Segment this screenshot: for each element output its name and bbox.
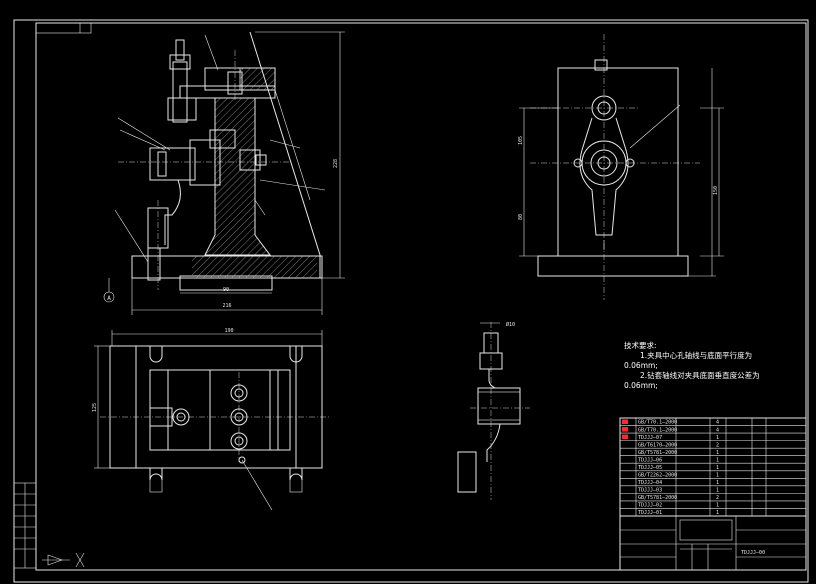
left-strip-table bbox=[13, 482, 37, 569]
dim-side-total-height: 150 bbox=[713, 186, 719, 195]
title-block bbox=[620, 515, 806, 570]
dim-front-width: 216 bbox=[222, 303, 231, 309]
dim-top-height: 125 bbox=[92, 403, 98, 412]
bom-code: GB/T6170—2000 bbox=[638, 442, 677, 448]
bom-qty: 2 bbox=[716, 442, 719, 448]
tech-req-line-1: 1.夹具中心孔轴线与底面平行度为 bbox=[640, 350, 752, 360]
bom-code: TDJJJ—05 bbox=[638, 465, 662, 471]
bom-code: TDJJJ—06 bbox=[638, 457, 662, 463]
bom-qty: 4 bbox=[716, 427, 719, 433]
dim-front-height: 228 bbox=[333, 159, 339, 168]
detail-part bbox=[457, 322, 530, 500]
bom-code: GB/T70.1—2000 bbox=[638, 420, 677, 426]
bom-code: TDJJJ—03 bbox=[638, 488, 662, 494]
bom-qty: 1 bbox=[716, 510, 719, 516]
top-view bbox=[94, 330, 330, 511]
technical-requirements: 技术要求: 1.夹具中心孔轴线与底面平行度为 0.06mm; 2.钻套轴线对夹具… bbox=[624, 340, 760, 390]
projection-symbol bbox=[42, 552, 85, 568]
bom-qty: 1 bbox=[716, 450, 719, 456]
detail-label: Ø10 bbox=[506, 321, 515, 328]
bom-qty: 4 bbox=[716, 420, 719, 426]
tech-req-title: 技术要求: bbox=[624, 340, 657, 350]
bom-code: TDJJJ—02 bbox=[638, 503, 662, 509]
inner-frame bbox=[35, 22, 807, 571]
bom-code: GB/T5781—2000 bbox=[638, 495, 677, 501]
dim-side-height-bottom: 80 bbox=[518, 214, 524, 220]
bom-highlight-marker bbox=[622, 434, 628, 440]
outer-frame bbox=[13, 19, 809, 583]
bom-qty: 1 bbox=[716, 488, 719, 494]
bom-qty: 1 bbox=[716, 435, 719, 441]
tech-req-line-4: 0.06mm; bbox=[624, 381, 658, 390]
bom-qty: 1 bbox=[716, 473, 719, 479]
bom-code: GB/T2262—2000 bbox=[638, 473, 677, 479]
bom-code: TDJJJ—04 bbox=[638, 480, 662, 486]
bom-qty: 1 bbox=[716, 465, 719, 471]
dim-side-height-top: 105 bbox=[518, 136, 524, 145]
dim-top-width: 190 bbox=[224, 328, 233, 334]
top-left-tag bbox=[35, 22, 92, 34]
bom-code: TDJJJ—01 bbox=[638, 510, 662, 516]
bom-qty: 2 bbox=[716, 495, 719, 501]
datum-label: A bbox=[107, 295, 111, 302]
bom-qty: 1 bbox=[716, 480, 719, 486]
dim-base-width: 90 bbox=[223, 287, 229, 293]
bom-code: TDJJJ—07 bbox=[638, 435, 662, 441]
side-view bbox=[519, 34, 724, 300]
bom-qty: 1 bbox=[716, 457, 719, 463]
bom-highlight-marker bbox=[622, 427, 628, 432]
tech-req-line-2: 0.06mm; bbox=[624, 361, 658, 370]
bom-qty: 1 bbox=[716, 503, 719, 509]
front-section-view bbox=[103, 31, 345, 315]
bom-highlight-marker bbox=[622, 419, 628, 425]
bom-code: GB/T70.1—2000 bbox=[638, 427, 677, 433]
tech-req-line-3: 2.钻套轴线对夹具底面垂直度公差为 bbox=[640, 370, 760, 380]
bom-code: GB/T5781—2000 bbox=[638, 450, 677, 456]
drawing-number: TDJJJ—00 bbox=[741, 550, 765, 556]
